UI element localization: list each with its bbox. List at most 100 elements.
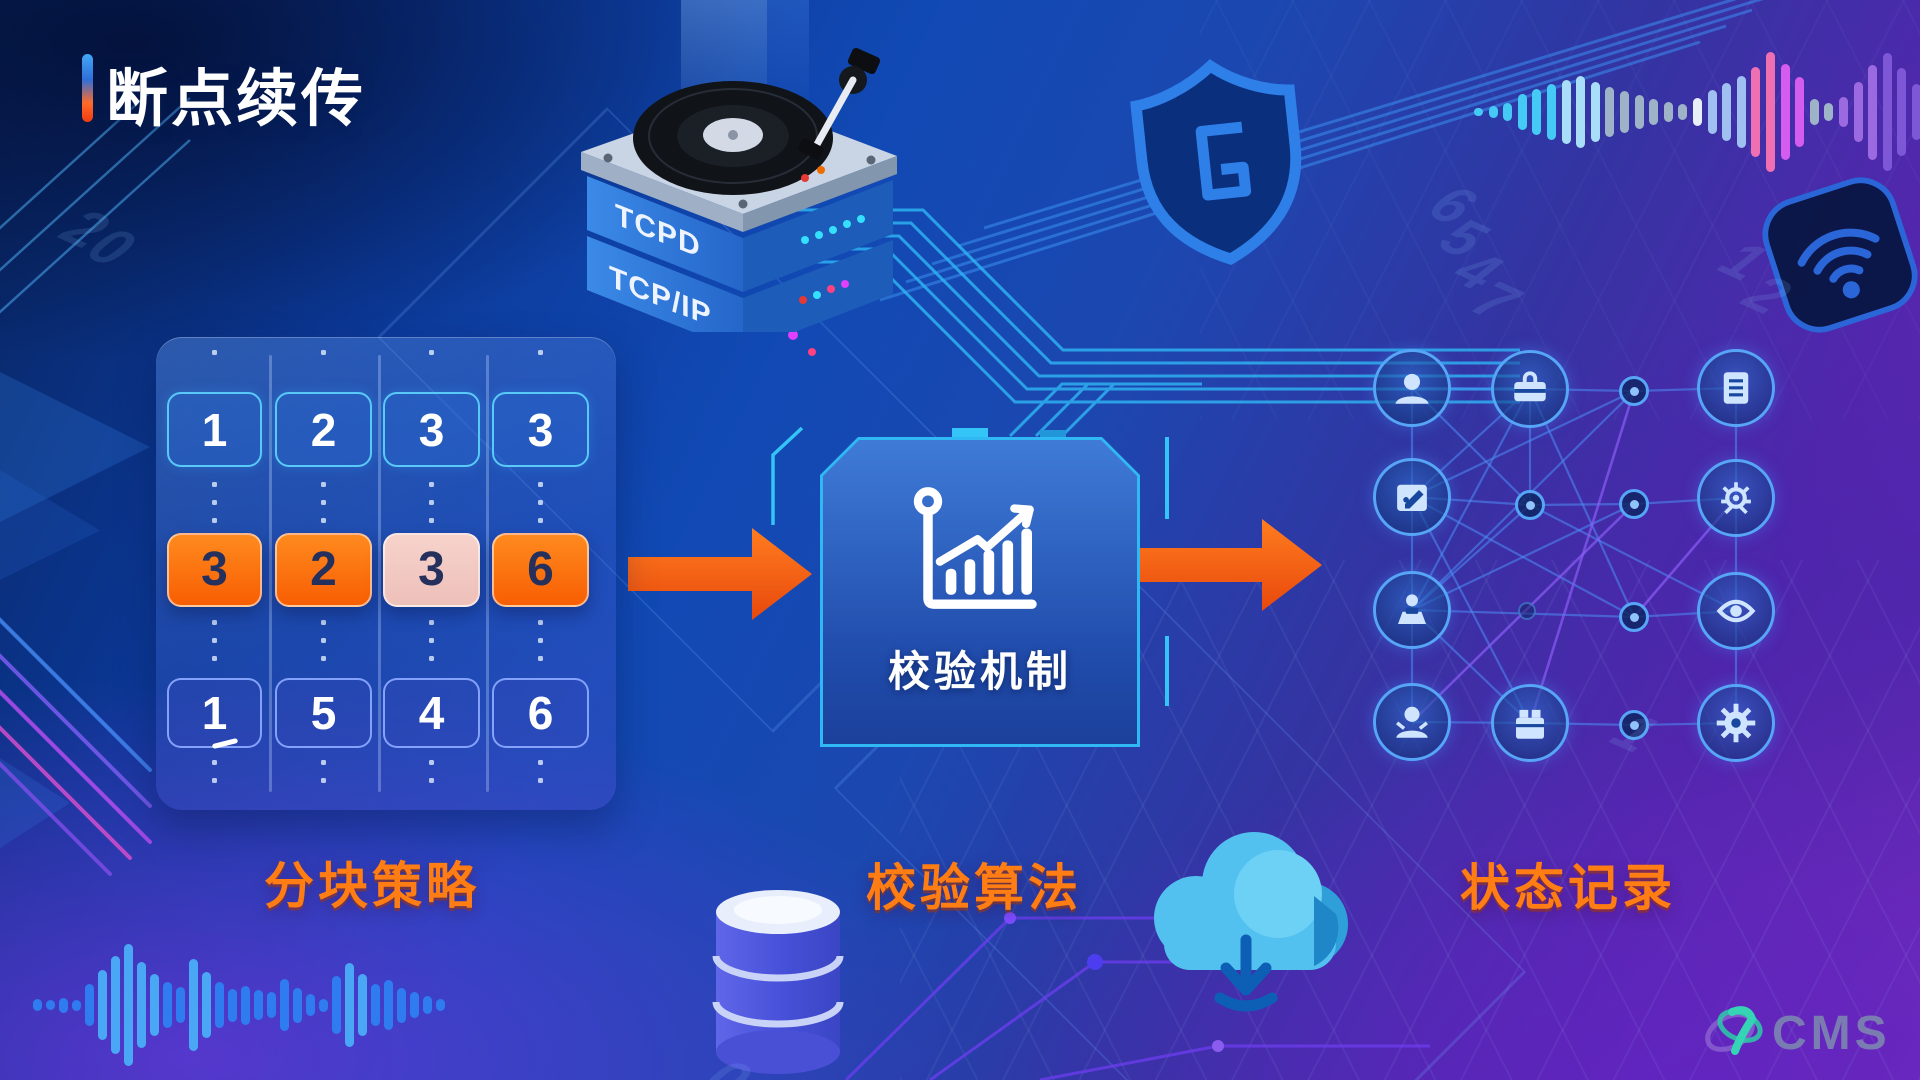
page-title: 断点续传 bbox=[106, 65, 367, 134]
waveform-bar bbox=[1912, 84, 1920, 140]
waveform-bar bbox=[1824, 103, 1834, 121]
column-divider bbox=[378, 355, 381, 792]
waveform-bar bbox=[46, 1000, 55, 1010]
dotted-connector-dot bbox=[538, 518, 543, 523]
node-document-icon bbox=[1697, 349, 1775, 427]
waveform-bar bbox=[436, 999, 445, 1011]
waveform-bar bbox=[1532, 89, 1542, 135]
chunk-cell-value: 2 bbox=[310, 403, 337, 456]
waveform-bar bbox=[1561, 80, 1571, 144]
light-beam bbox=[767, 0, 809, 120]
user-icon bbox=[1395, 373, 1429, 404]
chunk-cell-value: 1 bbox=[202, 690, 239, 750]
chunk-cell-value: 3 bbox=[527, 403, 554, 456]
dotted-connector-dot bbox=[321, 518, 326, 523]
chunk-cell-value: 3 bbox=[418, 403, 445, 456]
waveform-bar bbox=[1853, 82, 1863, 142]
waveform-bar bbox=[228, 988, 237, 1022]
gear-icon bbox=[1716, 703, 1756, 743]
waveform-bar bbox=[345, 963, 354, 1047]
waveform-bar bbox=[1693, 98, 1702, 126]
dotted-connector-dot bbox=[212, 518, 217, 523]
node-junction bbox=[1518, 602, 1536, 620]
document-icon bbox=[1723, 372, 1749, 404]
chunk-cell: 2 bbox=[275, 533, 372, 607]
label-chunk-strategy: 分块策略 bbox=[264, 858, 480, 914]
node-user-laptop-icon bbox=[1373, 571, 1451, 649]
dotted-connector-dot bbox=[212, 350, 217, 355]
waveform-bar bbox=[1590, 82, 1600, 142]
waveform-bar bbox=[1620, 91, 1629, 133]
dotted-connector-dot bbox=[321, 620, 326, 625]
chunk-cell: 1 bbox=[167, 392, 262, 467]
node-junction bbox=[1619, 602, 1649, 632]
waveform-bar bbox=[59, 997, 68, 1013]
waveform-bar bbox=[319, 998, 328, 1012]
waveform-bar bbox=[1751, 67, 1761, 157]
waveform-bar bbox=[293, 987, 302, 1023]
chunk-cell-value: 2 bbox=[310, 543, 337, 596]
dotted-connector-dot bbox=[321, 500, 326, 505]
waveform-bar bbox=[72, 999, 81, 1011]
dotted-connector-dot bbox=[212, 760, 217, 765]
waveform-bar bbox=[189, 959, 198, 1051]
node-junction bbox=[1619, 489, 1649, 519]
strike-mark bbox=[211, 737, 239, 750]
dotted-connector-dot bbox=[212, 638, 217, 643]
waveform-bar bbox=[280, 979, 289, 1031]
dotted-connector-dot bbox=[538, 638, 543, 643]
dotted-connector-dot bbox=[321, 656, 326, 661]
waveform-bar bbox=[111, 956, 120, 1054]
dotted-connector-dot bbox=[538, 500, 543, 505]
background-digit: 2 bbox=[49, 197, 122, 260]
waveform-bar bbox=[371, 984, 380, 1026]
node-bug-icon bbox=[1697, 459, 1775, 537]
verification-box-body: 校验机制 bbox=[823, 440, 1137, 744]
background-digit: 1 bbox=[1707, 229, 1780, 292]
bug-icon bbox=[1721, 482, 1751, 515]
dotted-connector-dot bbox=[212, 656, 217, 661]
briefcase-icon bbox=[1514, 371, 1546, 402]
waveform-bar bbox=[1605, 87, 1615, 137]
waveform-bar bbox=[124, 944, 133, 1066]
dotted-connector-dot bbox=[212, 620, 217, 625]
waveform-bar bbox=[267, 992, 276, 1018]
dotted-connector-dot bbox=[538, 778, 543, 783]
dotted-connector-dot bbox=[321, 638, 326, 643]
waveform-bar bbox=[1707, 90, 1717, 134]
dotted-connector-dot bbox=[429, 350, 434, 355]
background-digit: 2 bbox=[1731, 263, 1804, 326]
background-digit: 0 bbox=[691, 1047, 764, 1080]
user-alt-icon bbox=[1396, 706, 1428, 738]
waveform-bar bbox=[98, 970, 107, 1040]
chunk-cell-value: 1 bbox=[201, 403, 228, 456]
dotted-connector-dot bbox=[538, 656, 543, 661]
chunk-cell-value: 6 bbox=[527, 687, 554, 739]
chunk-cell: 6 bbox=[492, 678, 589, 748]
waveform-bar bbox=[1517, 94, 1527, 130]
waveform-bar bbox=[1722, 83, 1732, 141]
shield-icon bbox=[1130, 59, 1302, 266]
node-junction bbox=[1619, 376, 1649, 406]
waveform-bar bbox=[1897, 68, 1907, 156]
dotted-connector-dot bbox=[321, 778, 326, 783]
waveform-bar bbox=[1503, 103, 1513, 121]
dotted-connector-dot bbox=[429, 638, 434, 643]
node-junction bbox=[1515, 490, 1545, 520]
dotted-connector-dot bbox=[429, 778, 434, 783]
node-user-icon bbox=[1373, 349, 1451, 427]
waveform-bar bbox=[1839, 97, 1848, 127]
database-icon bbox=[712, 890, 844, 1074]
dotted-connector-dot bbox=[321, 760, 326, 765]
chunk-cell-value: 5 bbox=[310, 687, 337, 739]
waveform-bar bbox=[384, 980, 393, 1030]
waveform-bar bbox=[1795, 77, 1805, 147]
label-verify-algorithm: 校验算法 bbox=[866, 860, 1082, 916]
dotted-connector-dot bbox=[538, 350, 543, 355]
node-edit-icon bbox=[1373, 458, 1451, 536]
user-laptop-icon bbox=[1398, 594, 1426, 624]
background-digit: 4 bbox=[1441, 239, 1514, 302]
chunk-cell: 3 bbox=[383, 392, 480, 467]
title-accent-bar bbox=[82, 54, 93, 122]
dotted-connector-dot bbox=[538, 482, 543, 487]
